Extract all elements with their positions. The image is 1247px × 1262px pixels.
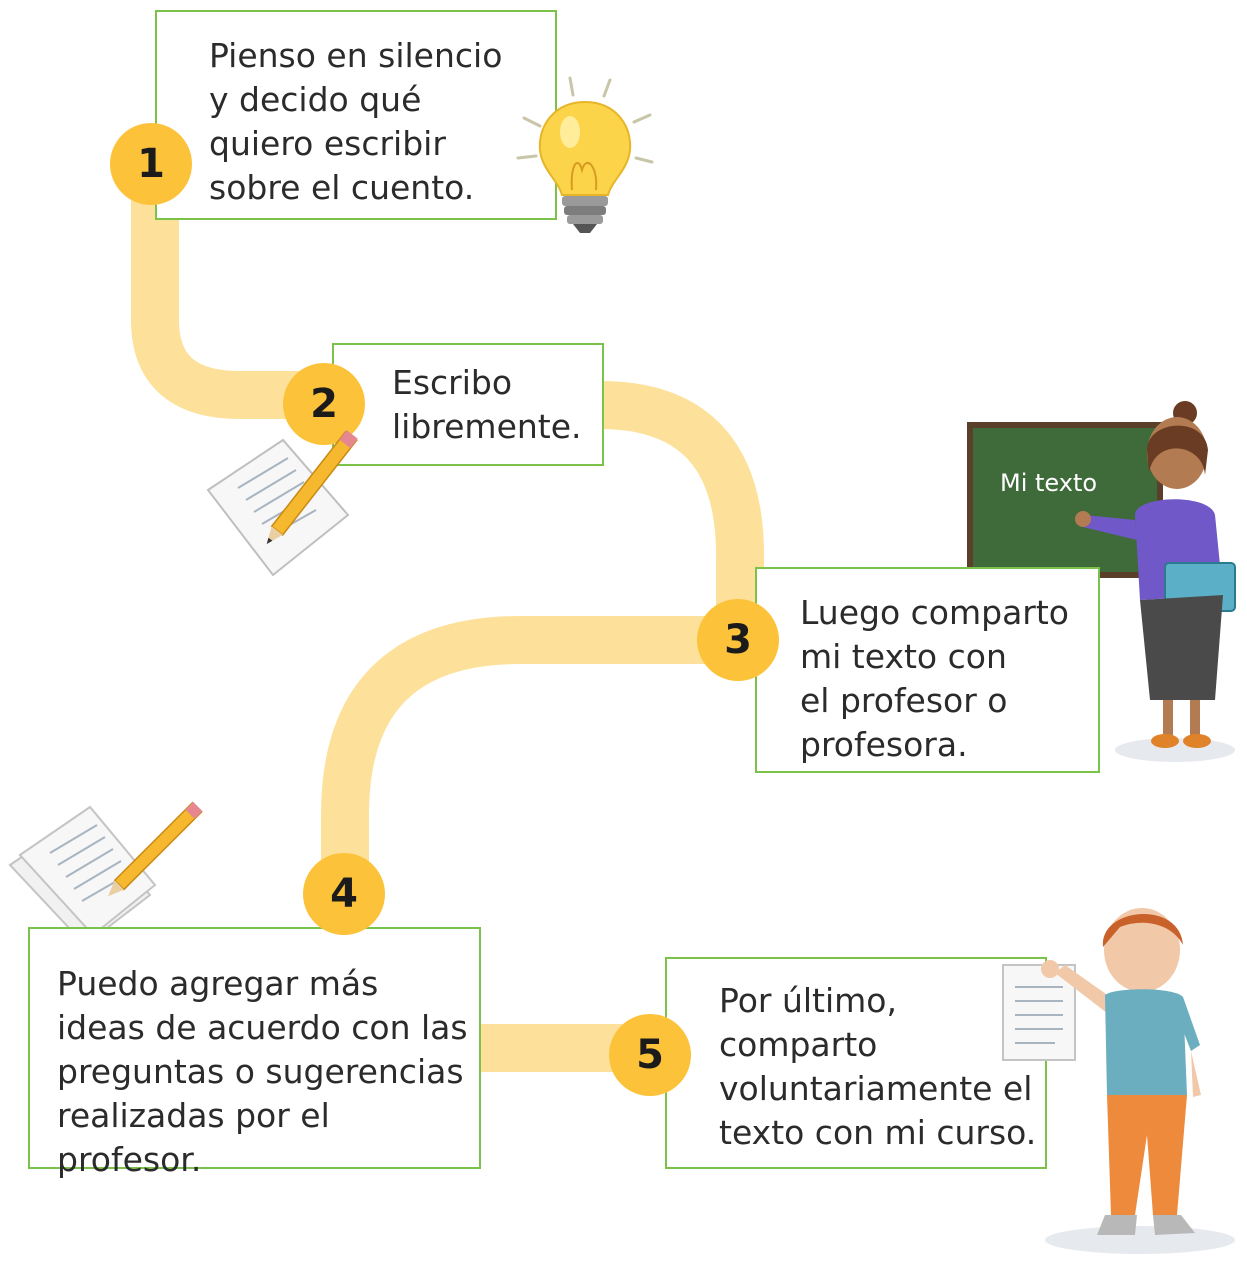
step-5-line-1: Por último,	[719, 981, 897, 1020]
step-4-line-4: realizadas por el profesor.	[57, 1096, 330, 1179]
step-2-line-1: Escribo	[392, 363, 513, 402]
step-4-line-1: Puedo agregar más	[57, 964, 379, 1003]
step-1-line-1: Pienso en silencio	[209, 36, 503, 75]
step-5-box: Por último, comparto voluntariamente el …	[665, 957, 1047, 1169]
step-1-line-3: quiero escribir	[209, 124, 446, 163]
papers-pencil-icon	[8, 801, 203, 947]
step-2-badge: 2	[283, 363, 365, 445]
step-5-line-3: voluntariamente el	[719, 1069, 1033, 1108]
step-3-badge: 3	[697, 599, 779, 681]
step-3-line-4: profesora.	[800, 725, 968, 764]
chalkboard-text: Mi texto	[1000, 469, 1097, 497]
lightbulb-icon	[516, 76, 654, 233]
paper-pencil-icon	[206, 430, 358, 577]
step-3-line-2: mi texto con	[800, 637, 1007, 676]
step-1-line-4: sobre el cuento.	[209, 168, 475, 207]
step-1-box: Pienso en silencio y decido qué quiero e…	[155, 10, 557, 220]
step-4-badge: 4	[303, 853, 385, 935]
step-5-badge: 5	[609, 1014, 691, 1096]
step-4-line-3: preguntas o sugerencias	[57, 1052, 464, 1091]
step-1-badge: 1	[110, 123, 192, 205]
step-5-line-4: texto con mi curso.	[719, 1113, 1037, 1152]
step-1-line-2: y decido qué	[209, 80, 422, 119]
step-2-box: Escribo libremente.	[332, 343, 604, 466]
step-2-line-2: libremente.	[392, 407, 582, 446]
step-4-box: Puedo agregar más ideas de acuerdo con l…	[28, 927, 481, 1179]
step-5-line-2: comparto	[719, 1025, 878, 1064]
student-illustration	[1002, 908, 1235, 1254]
step-3-line-1: Luego comparto	[800, 593, 1069, 632]
teacher-illustration: Mi texto	[967, 401, 1236, 762]
step-3-line-3: el profesor o	[800, 681, 1008, 720]
step-4-line-2: ideas de acuerdo con las	[57, 1008, 468, 1047]
step-3-box: Luego comparto mi texto con el profesor …	[755, 567, 1100, 773]
